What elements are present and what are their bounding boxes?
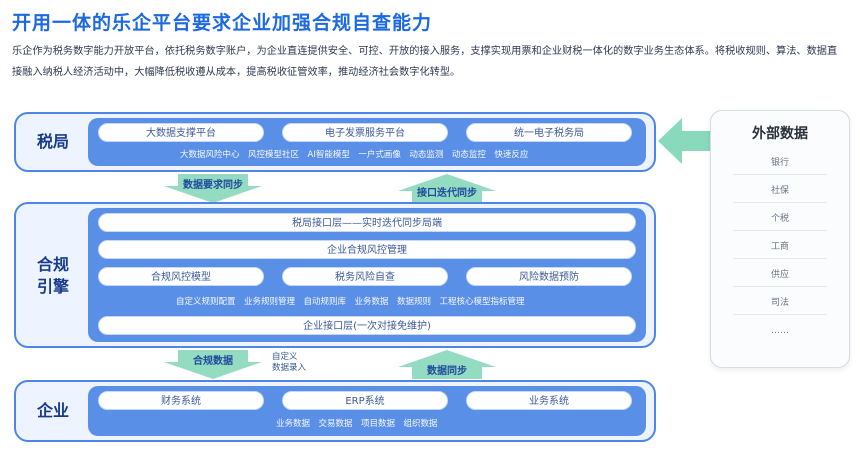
page-description: 乐企作为税务数字能力开放平台，依托税务数字账户，为企业直连提供安全、可控、开放的… [12,46,838,78]
arrow-down-data-requirements [164,174,262,203]
band-enterprise: 企业 财务系统 ERP系统 业务系统 业务数据 交易数据 项目数据 组织数据 [14,380,656,442]
row-tax-interface-layer: 税局接口层——实时迭代同步局端 [98,213,636,232]
tax-bureau-panel: 大数据支撑平台 电子发票服务平台 统一电子税务局 大数据风险中心 风控模型社区 … [88,118,646,166]
arrow-down-compliance-data [164,350,262,379]
external-item-income-tax: 个税 [733,209,827,231]
pill-tax-risk-self-check: 税务风险自查 [282,267,448,286]
pill-e-invoice-platform: 电子发票服务平台 [282,123,448,142]
band-tax-bureau: 税局 大数据支撑平台 电子发票服务平台 统一电子税务局 大数据风险中心 风控模型… [14,112,656,172]
external-item-supply: 供应 [733,265,827,287]
band-compliance-engine-label: 合规引擎 [22,254,84,298]
row-enterprise-interface-layer: 企业接口层(一次对接免维护) [98,316,636,335]
external-item-bank: 银行 [733,153,827,175]
page-title: 开用一体的乐企平台要求企业加强合规自查能力 [12,12,433,34]
pill-big-data-platform: 大数据支撑平台 [98,123,264,142]
band-compliance-engine: 合规引擎 税局接口层——实时迭代同步局端 企业合规风控管理 合规风控模型 税务风… [14,202,656,348]
pill-compliance-risk-model: 合规风控模型 [98,267,264,286]
external-data-panel: 外部数据 银行 社保 个税 工商 供应 司法 …… [710,110,850,368]
pill-e-tax-bureau: 统一电子税务局 [466,123,632,142]
band-tax-bureau-label: 税局 [36,132,69,151]
band-compliance-engine-label-text: 合规引擎 [36,255,69,296]
arrow-down-compliance-data-label: 合规数据 [193,356,233,367]
arrow-external-to-tax [658,118,710,164]
enterprise-panel: 财务系统 ERP系统 业务系统 业务数据 交易数据 项目数据 组织数据 [88,386,646,436]
compliance-engine-panel: 税局接口层——实时迭代同步局端 企业合规风控管理 合规风控模型 税务风险自查 风… [88,208,646,342]
band-enterprise-label: 企业 [36,401,69,420]
arrow-down-data-requirements-label: 数据要求同步 [183,180,243,191]
compliance-engine-tags: 自定义规则配置 业务规则管理 自动规则库 业务数据 数据规则 工程核心模型指标管… [176,297,525,307]
pill-business-system: 业务系统 [466,391,632,410]
row-compliance-risk-management: 企业合规风控管理 [98,240,636,259]
tax-bureau-tags: 大数据风险中心 风控模型社区 AI智能模型 一户式画像 动态监测 动态监控 快速… [180,150,529,160]
external-item-more: …… [771,326,789,336]
external-item-judicial: 司法 [733,293,827,315]
custom-data-entry-note: 自定义 数据录入 [272,352,307,373]
arrow-up-interface-iteration-label: 接口迭代同步 [417,188,477,199]
external-item-business-registry: 工商 [733,237,827,259]
arrow-up-interface-iteration [398,174,496,203]
enterprise-tags: 业务数据 交易数据 项目数据 组织数据 [276,419,438,429]
pill-risk-data-prevention: 风险数据预防 [466,267,632,286]
arrow-up-data-sync [398,350,496,379]
pill-finance-system: 财务系统 [98,391,264,410]
pill-erp-system: ERP系统 [282,391,448,410]
external-data-title: 外部数据 [752,126,808,142]
arrow-up-data-sync-label: 数据同步 [427,366,467,377]
external-item-social-security: 社保 [733,181,827,203]
